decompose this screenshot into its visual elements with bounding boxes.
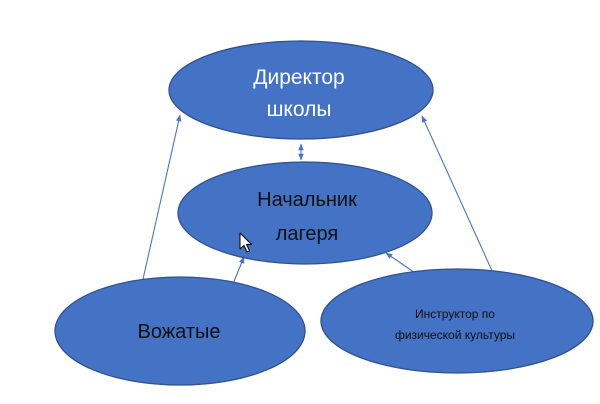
node-camp-head-shape	[177, 161, 433, 265]
connector-director-counselors	[139, 114, 182, 289]
connector-director-instructor	[421, 115, 499, 285]
node-director[interactable]: Директор школы	[168, 40, 434, 140]
node-counselors-label: Вожатые	[138, 321, 221, 343]
node-director-label-line1: Директор	[253, 66, 344, 89]
node-camp-head-label-line1: Начальник	[257, 189, 357, 211]
node-camp-head[interactable]: Начальник лагеря	[177, 161, 433, 265]
node-instructor-shape	[320, 268, 594, 374]
mouse-pointer-icon	[239, 232, 252, 253]
node-director-shape	[168, 40, 434, 140]
node-instructor-label-line2: физической культуры	[395, 328, 515, 342]
node-director-label-line2: школы	[267, 98, 332, 121]
node-counselors[interactable]: Вожатые	[54, 276, 306, 386]
node-counselors-shape	[54, 276, 306, 386]
node-camp-head-label-line2: лагеря	[276, 223, 339, 245]
node-instructor-label-line1: Инструктор по	[415, 307, 495, 321]
node-instructor[interactable]: Инструктор по физической культуры	[320, 268, 594, 374]
